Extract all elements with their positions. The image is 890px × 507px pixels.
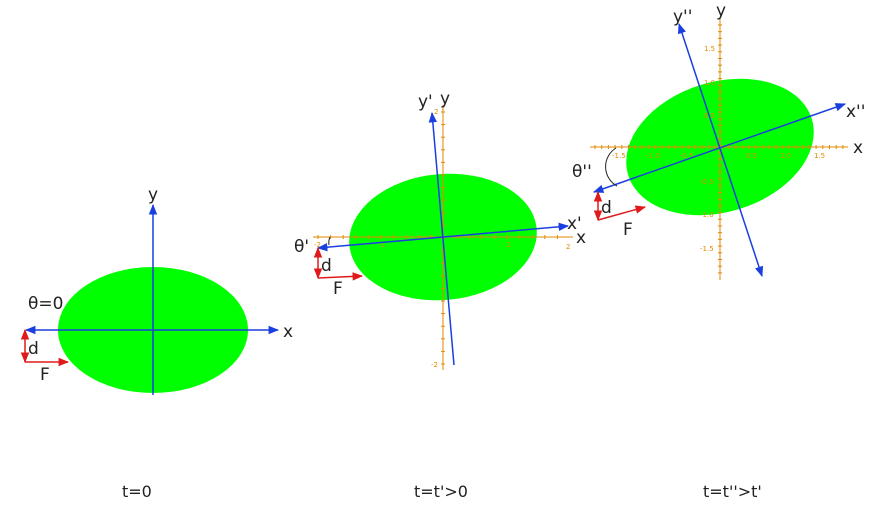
d-label: d — [321, 256, 332, 276]
x-axis-label: x — [576, 228, 586, 248]
x-tick-label: 1.0 — [780, 152, 791, 160]
x-tick-label: -1.5 — [612, 152, 626, 160]
x-axis-label: x — [283, 322, 293, 342]
x-tick-label: 1 — [506, 241, 510, 249]
rotated-y-axis-label: y' — [418, 92, 433, 112]
angle-arc — [605, 147, 618, 187]
d-label: d — [601, 198, 612, 218]
rotated-x-axis-label: x'' — [846, 102, 865, 122]
force-label: F — [40, 365, 50, 385]
d-label: d — [28, 339, 39, 359]
x-axis-label: x — [853, 138, 863, 158]
force-label: F — [623, 220, 633, 240]
y-axis-label: y — [716, 1, 726, 21]
y-tick-label: 1.0 — [704, 79, 715, 87]
force-arrow — [317, 272, 364, 281]
caption: t=0 — [122, 482, 152, 501]
angle-arc — [328, 236, 331, 246]
rotated-y-axis-label: y'' — [673, 7, 692, 27]
force-label: F — [333, 279, 343, 299]
y-axis-label: y — [440, 89, 450, 109]
x-tick-label: 1.5 — [814, 152, 825, 160]
x-tick-label: 2 — [566, 243, 570, 251]
panel-t-prime: -2 -1 1 2 2 -2 x y x' y' θ' d F t=t'>0 — [294, 89, 586, 501]
x-tick-label: 0.5 — [746, 152, 757, 160]
panel-t0: x y θ=0 d F t=0 — [20, 185, 293, 501]
y-tick-label: -2 — [431, 361, 438, 369]
rotated-x-axis-label: x' — [567, 214, 582, 234]
y-tick-label: 1.5 — [704, 45, 715, 53]
y-axis-label: y — [148, 185, 158, 205]
x-tick-label: -1.0 — [646, 152, 660, 160]
rotated-y-axis — [428, 111, 455, 366]
angle-label: θ=0 — [28, 294, 63, 314]
caption: t=t''>t' — [703, 482, 762, 501]
y-tick-label: -1.5 — [700, 245, 714, 253]
y-tick-label: -1.0 — [700, 211, 714, 219]
y-tick-label: 2 — [434, 108, 438, 116]
panel-t-double-prime: -1.5 -1.0 -0.5 0.5 1.0 1.5 1.5 1.0 0.5 -… — [572, 1, 865, 501]
caption: t=t'>0 — [414, 482, 468, 501]
angle-label: θ' — [294, 237, 309, 257]
rotated-y-axis — [677, 23, 764, 277]
y-tick-label: -0.5 — [700, 178, 714, 186]
angle-label: θ'' — [572, 162, 592, 182]
force-arrow — [597, 205, 647, 221]
